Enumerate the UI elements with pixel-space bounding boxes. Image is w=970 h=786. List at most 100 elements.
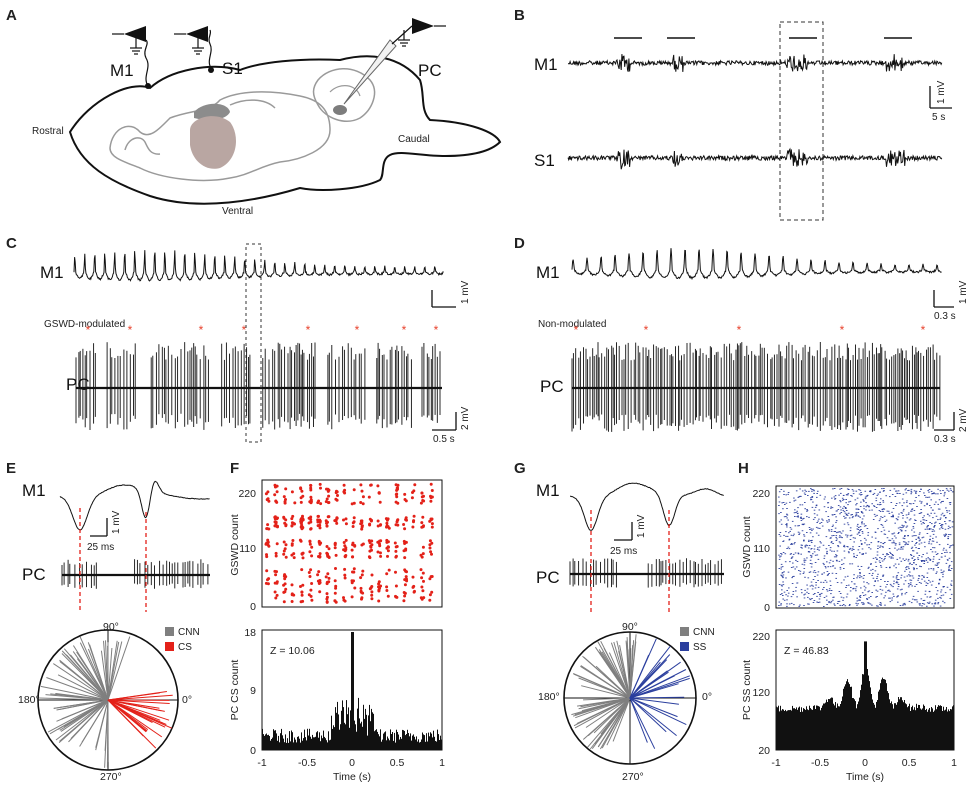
panel-label-e: E bbox=[6, 460, 16, 477]
raster-f-dot-510 bbox=[387, 568, 391, 572]
raster-h-tick-676 bbox=[877, 548, 879, 549]
raster-h-tick-1012 bbox=[795, 490, 798, 492]
raster-h-tick-78 bbox=[822, 519, 824, 521]
raster-h-tick-672 bbox=[938, 582, 940, 584]
raster-h-tick-541 bbox=[823, 506, 826, 508]
raster-h-tick-775 bbox=[872, 572, 874, 574]
hist-f-bar-135 bbox=[397, 732, 398, 750]
raster-h-tick-1238 bbox=[860, 566, 863, 567]
raster-h-tick-1005 bbox=[859, 489, 862, 491]
raster-h-tick-1399 bbox=[945, 534, 948, 535]
hist-f-bar-140 bbox=[402, 729, 403, 750]
raster-h-tick-1491 bbox=[948, 502, 951, 504]
raster-h-tick-834 bbox=[867, 532, 870, 534]
raster-h-tick-880 bbox=[836, 560, 838, 562]
raster-f-dot-308 bbox=[343, 573, 347, 577]
polar-g-b-ray-21 bbox=[629, 697, 679, 705]
star-d-3: * bbox=[840, 323, 845, 337]
hist-f-bar-49 bbox=[311, 738, 312, 750]
hist-h-bar-72 bbox=[848, 682, 849, 750]
hist-f-bar-171 bbox=[433, 730, 434, 750]
hist-h-bar-145 bbox=[921, 709, 922, 750]
raster-h-tick-265 bbox=[812, 501, 814, 503]
raster-h-tick-1497 bbox=[894, 547, 896, 549]
raster-f-ytick-110: 110 bbox=[239, 543, 256, 555]
raster-h-tick-1392 bbox=[825, 548, 828, 550]
raster-h-tick-602 bbox=[786, 523, 788, 525]
polar-e-a-ray-40 bbox=[107, 636, 131, 701]
raster-h-tick-1259 bbox=[896, 519, 899, 521]
raster-h-tick-301 bbox=[856, 497, 859, 499]
raster-h-tick-881 bbox=[930, 499, 932, 501]
raster-h-tick-887 bbox=[920, 566, 922, 568]
raster-h-tick-836 bbox=[948, 567, 950, 569]
polar-g-90: 90° bbox=[622, 621, 638, 633]
hist-h-bar-69 bbox=[845, 684, 846, 750]
raster-f-dot-333 bbox=[370, 539, 374, 543]
raster-h bbox=[778, 488, 954, 607]
raster-h-tick-56 bbox=[783, 494, 785, 495]
raster-h-tick-1436 bbox=[938, 499, 941, 501]
raster-h-tick-169 bbox=[925, 558, 928, 560]
raster-f-dot-122 bbox=[325, 487, 328, 491]
hist-f-bar-1 bbox=[263, 734, 264, 750]
raster-f-dot-239 bbox=[317, 570, 321, 574]
raster-f-dot-152 bbox=[350, 595, 354, 599]
hist-h-bar-146 bbox=[922, 708, 923, 750]
raster-h-tick-977 bbox=[866, 494, 869, 496]
raster-f-dot-461 bbox=[376, 484, 380, 488]
raster-h-tick-377 bbox=[948, 565, 950, 567]
raster-h-tick-1455 bbox=[867, 602, 869, 604]
raster-f-dot-442 bbox=[334, 553, 338, 557]
raster-h-tick-1065 bbox=[863, 603, 865, 605]
scale-v-c-m1-label: 1 mV bbox=[460, 280, 471, 304]
raster-h-tick-1173 bbox=[882, 511, 884, 512]
raster-h-tick-1454 bbox=[839, 535, 841, 537]
raster-h-tick-1031 bbox=[781, 593, 783, 595]
raster-h-tick-424 bbox=[922, 519, 925, 521]
hist-h-bar-81 bbox=[857, 704, 858, 750]
raster-h-tick-648 bbox=[931, 551, 934, 553]
hist-f-bar-10 bbox=[272, 737, 273, 750]
hist-h-bar-119 bbox=[895, 703, 896, 750]
raster-h-tick-680 bbox=[918, 533, 921, 535]
raster-h-tick-825 bbox=[813, 600, 816, 601]
polar-g-a-ray-56 bbox=[626, 642, 631, 699]
raster-f-dot-398 bbox=[300, 552, 304, 556]
raster-h-tick-578 bbox=[882, 490, 885, 492]
raster-h-tick-228 bbox=[814, 545, 816, 547]
raster-h-tick-288 bbox=[787, 493, 789, 495]
raster-h-tick-1195 bbox=[898, 513, 900, 515]
raster-h-tick-114 bbox=[890, 557, 892, 559]
raster-h-tick-598 bbox=[866, 528, 869, 529]
raster-h-tick-98 bbox=[796, 510, 798, 512]
raster-h-tick-862 bbox=[810, 499, 812, 501]
hist-f-bar-142 bbox=[404, 730, 405, 750]
raster-h-tick-1162 bbox=[876, 551, 879, 553]
raster-h-tick-776 bbox=[917, 559, 920, 560]
hist-f-bar-87 bbox=[349, 727, 350, 750]
raster-h-tick-257 bbox=[871, 536, 873, 538]
raster-h-tick-1481 bbox=[809, 559, 812, 561]
hist-f-bar-157 bbox=[419, 742, 420, 750]
raster-h-tick-303 bbox=[898, 563, 900, 565]
raster-h-tick-157 bbox=[830, 542, 833, 544]
hist-f-xtick-05: 0.5 bbox=[390, 757, 405, 769]
raster-h-tick-555 bbox=[926, 552, 928, 554]
hist-f-bar-176 bbox=[438, 734, 439, 750]
scale-t-b-label: 5 s bbox=[932, 112, 945, 123]
trace-d-m1 bbox=[571, 248, 942, 281]
raster-h-tick-982 bbox=[843, 544, 846, 546]
raster-h-tick-361 bbox=[779, 594, 782, 595]
raster-f-dot-0 bbox=[290, 490, 294, 494]
raster-h-tick-791 bbox=[943, 495, 945, 497]
raster-h-tick-207 bbox=[930, 584, 933, 586]
raster-h-tick-1351 bbox=[816, 601, 818, 603]
raster-h-tick-678 bbox=[845, 517, 847, 519]
raster-h-tick-589 bbox=[949, 570, 952, 571]
raster-h-tick-1474 bbox=[838, 536, 841, 538]
hist-h-bar-117 bbox=[893, 708, 894, 750]
raster-h-tick-389 bbox=[856, 533, 859, 535]
raster-h-tick-705 bbox=[859, 516, 861, 518]
raster-h-tick-1244 bbox=[944, 552, 946, 553]
